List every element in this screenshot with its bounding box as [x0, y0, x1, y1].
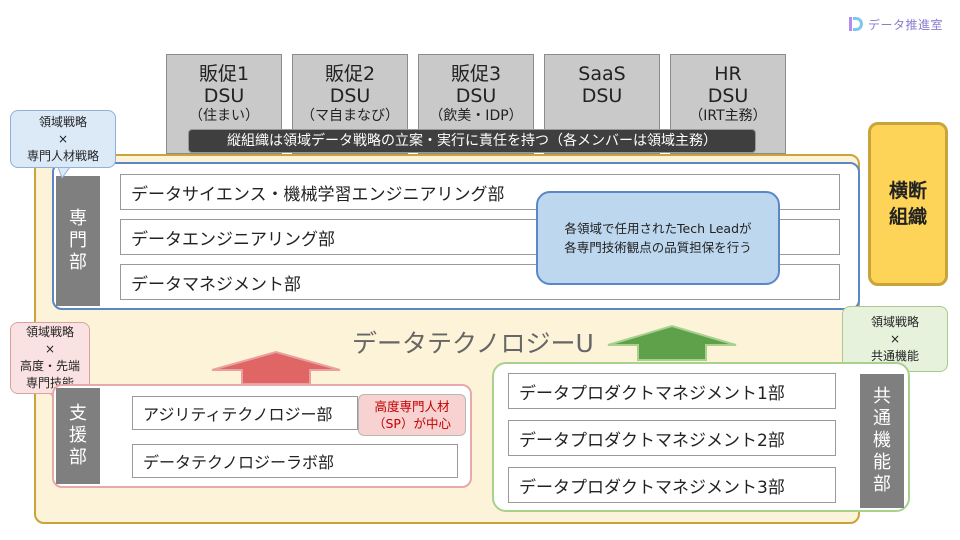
dsu-responsibility-banner: 縦組織は領域データ戦略の立案・実行に責任を持つ（各メンバーは領域主務）	[188, 129, 756, 153]
label-char: 部	[69, 252, 87, 273]
department-data-product-management-2: データプロダクトマネジメント2部	[508, 420, 836, 456]
department-agility-technology: アジリティテクノロジー部	[132, 396, 358, 430]
callout-line: ×	[889, 331, 901, 346]
dsu-type: DSU	[707, 85, 749, 107]
callout-line: 共通機能	[870, 348, 919, 363]
callout-line: ×	[57, 131, 69, 146]
logo-mark-icon	[846, 15, 864, 33]
department-data-product-management-1: データプロダクトマネジメント1部	[508, 373, 836, 409]
tech-lead-note: 各領域で任用されたTech Leadが 各専門技術観点の品質担保を行う	[536, 191, 780, 285]
dsu-type: DSU	[455, 85, 497, 107]
label-char: 通	[873, 408, 891, 429]
callout-line: ×	[44, 342, 56, 356]
label-char: 援	[69, 425, 87, 446]
tech-lead-note-line: 各領域で任用されたTech Leadが	[564, 221, 752, 236]
sp-badge: 高度専門人材 （SP）が中心	[358, 394, 466, 436]
cross-organization-box: 横断 組織	[868, 122, 948, 286]
label-char: 能	[873, 452, 891, 473]
dsu-type: DSU	[203, 85, 245, 107]
department-data-product-management-3: データプロダクトマネジメント3部	[508, 467, 836, 503]
dsu-domain: （マ自まなび）	[301, 108, 399, 124]
specialist-section-label: 専 門 部	[56, 176, 100, 306]
logo-text: データ推進室	[868, 17, 944, 32]
cross-org-line: 組織	[888, 206, 927, 228]
support-section-label: 支 援 部	[56, 388, 100, 484]
sp-badge-line: 高度専門人材	[374, 399, 450, 414]
callout-line: 領域戦略	[870, 314, 919, 329]
callout-line: 領域戦略	[25, 325, 74, 339]
common-up-arrow	[607, 324, 737, 361]
label-char: 部	[873, 474, 891, 495]
callout-domain-x-common-functions: 領域戦略 × 共通機能	[842, 306, 948, 372]
callout-line: 高度・先端	[19, 359, 80, 373]
common-function-section-label: 共 通 機 能 部	[860, 374, 904, 508]
dsu-name: 販促2	[324, 63, 376, 85]
dsu-name: 販促3	[450, 63, 502, 85]
dsu-name: HR	[714, 63, 742, 85]
logo: データ推進室	[846, 14, 943, 34]
dsu-type: DSU	[329, 85, 371, 107]
callout-line: 領域戦略	[38, 114, 87, 129]
dsu-type: DSU	[581, 85, 623, 107]
label-char: 専	[69, 208, 87, 229]
label-char: 支	[69, 403, 87, 424]
department-data-technology-lab: データテクノロジーラボ部	[132, 444, 458, 478]
sp-badge-line: （SP）が中心	[373, 416, 451, 431]
support-up-arrow	[211, 350, 341, 385]
callout-line: 専門人材戦略	[26, 148, 99, 163]
tech-lead-note-line: 各専門技術観点の品質担保を行う	[564, 240, 752, 255]
dsu-domain: （住まい）	[189, 108, 259, 124]
cross-org-line: 横断	[888, 180, 927, 202]
callout-domain-x-advanced-skills: 領域戦略 × 高度・先端 専門技能	[10, 322, 90, 394]
dsu-domain: （IRT主務）	[689, 108, 767, 124]
label-char: 門	[69, 230, 87, 251]
label-char: 部	[69, 447, 87, 468]
callout-domain-x-talent-strategy: 領域戦略 × 専門人材戦略	[10, 110, 116, 168]
dsu-domain: （飲美・IDP）	[429, 108, 523, 124]
label-char: 機	[873, 430, 891, 451]
dsu-name: SaaS	[578, 63, 626, 85]
label-char: 共	[873, 386, 891, 407]
dsu-name: 販促1	[198, 63, 250, 85]
unit-title: データテクノロジーU	[352, 329, 594, 358]
